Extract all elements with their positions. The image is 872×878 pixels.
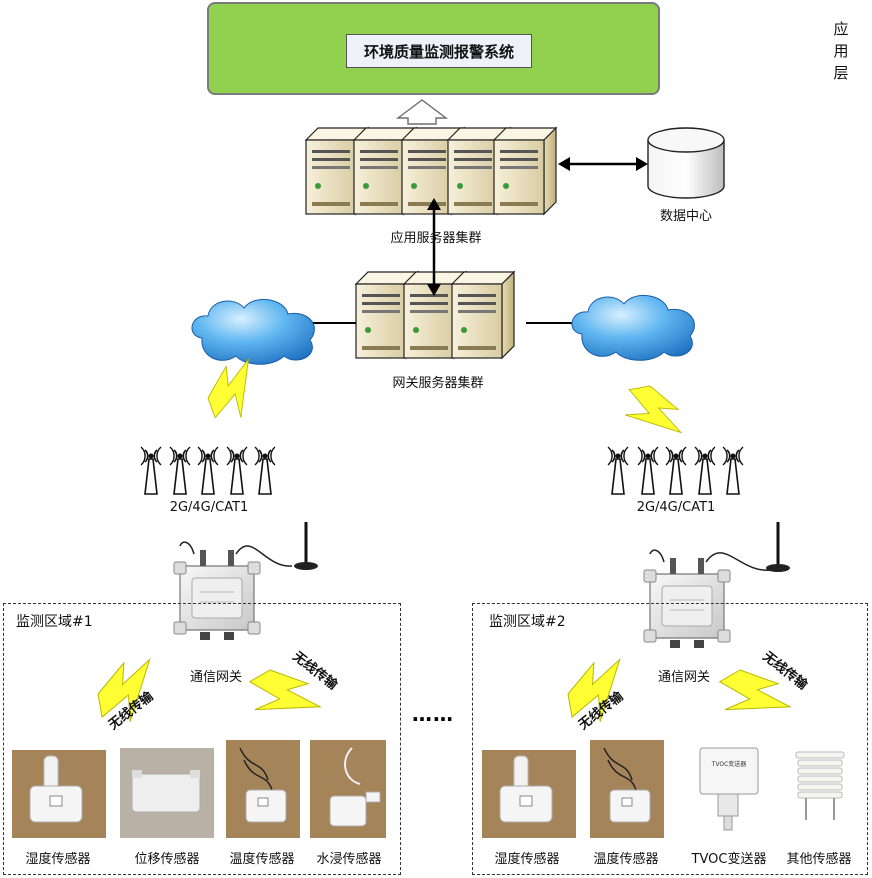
cluster-link-arrow bbox=[427, 198, 441, 296]
app-server-cluster-label: 应用服务器集群 bbox=[390, 231, 482, 246]
right-base-stations bbox=[607, 446, 744, 495]
right-network-label: 2G/4G/CAT1 bbox=[636, 500, 716, 515]
right-network-bolt-icon bbox=[614, 373, 690, 453]
svg-text:TVOC变送器: TVOC变送器 bbox=[711, 760, 747, 768]
right-cloud-icon bbox=[571, 294, 695, 361]
left-cloud-icon bbox=[191, 298, 315, 365]
sensor-label: 湿度传感器 bbox=[494, 852, 560, 867]
sensor-photos-zone1 bbox=[12, 740, 386, 838]
monitoring-zone-1 bbox=[3, 603, 401, 875]
upload-arrow bbox=[395, 99, 449, 125]
sensor-photos-zone2: TVOC变送器 bbox=[482, 740, 845, 838]
application-layer-label: 应用层 bbox=[833, 20, 849, 82]
sensor-label: 其他传感器 bbox=[786, 852, 852, 867]
gateway-device-1-icon bbox=[173, 522, 318, 641]
gateway-device-2-icon bbox=[643, 522, 790, 649]
sensor-label: 水浸传感器 bbox=[316, 852, 382, 867]
application-layer-box: 环境质量监测报警系统 应用层 bbox=[207, 2, 849, 95]
system-title: 环境质量监测报警系统 bbox=[346, 34, 532, 68]
zone-1-gateway-label: 通信网关 bbox=[189, 670, 243, 685]
application-server-cluster bbox=[305, 127, 557, 215]
sensor-label: TVOC变送器 bbox=[691, 852, 767, 867]
left-base-stations bbox=[140, 446, 276, 495]
sensor-label: 温度传感器 bbox=[229, 852, 295, 867]
monitoring-zone-2 bbox=[472, 603, 868, 875]
zone-2-gateway-label: 通信网关 bbox=[657, 670, 711, 685]
zone-2-title: 监测区域#2 bbox=[489, 614, 566, 630]
sensor-label: 湿度传感器 bbox=[25, 852, 91, 867]
zone-1-title: 监测区域#1 bbox=[16, 614, 93, 630]
sensor-label: 位移传感器 bbox=[134, 852, 200, 867]
more-zones-ellipsis: …… bbox=[412, 702, 454, 726]
left-network-label: 2G/4G/CAT1 bbox=[169, 500, 249, 515]
data-center-icon bbox=[647, 127, 725, 199]
data-center-label: 数据中心 bbox=[659, 209, 713, 224]
server-datacenter-link bbox=[558, 157, 648, 171]
sensor-label: 温度传感器 bbox=[593, 852, 659, 867]
gateway-server-cluster-label: 网关服务器集群 bbox=[392, 376, 484, 391]
